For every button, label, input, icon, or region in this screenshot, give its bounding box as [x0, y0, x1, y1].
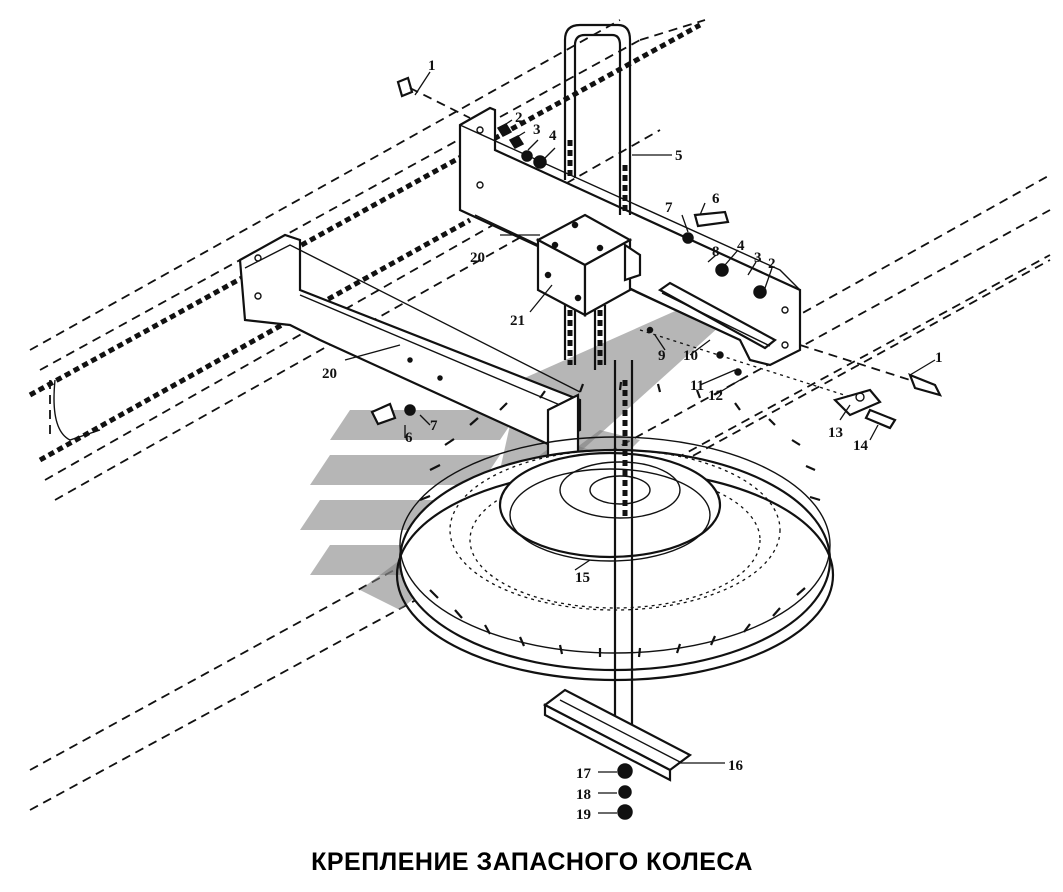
- winch-block: [535, 213, 642, 370]
- tire-tread: [419, 381, 821, 658]
- callout-2: 2: [515, 110, 523, 126]
- callout-1: 1: [428, 58, 436, 74]
- callout-20: 20: [470, 250, 485, 266]
- callout-18: 18: [576, 787, 591, 803]
- callout-11: 11: [690, 378, 704, 394]
- spare-wheel: [395, 360, 835, 750]
- callout-2: 2: [768, 256, 776, 272]
- u-bolt: [563, 23, 632, 215]
- callout-14: 14: [853, 438, 869, 454]
- leader-lines: [344, 71, 936, 814]
- callout-21: 21: [510, 313, 525, 329]
- callout-1: 1: [935, 350, 943, 366]
- callout-3: 3: [533, 122, 541, 138]
- callout-17: 17: [576, 766, 592, 782]
- callout-12: 12: [708, 388, 723, 404]
- callout-4: 4: [737, 238, 745, 254]
- callout-16: 16: [728, 758, 744, 774]
- diagram-caption: КРЕПЛЕНИЕ ЗАПАСНОГО КОЛЕСА: [311, 848, 753, 876]
- callout-3: 3: [754, 250, 762, 266]
- callout-8: 8: [712, 244, 720, 260]
- callout-13: 13: [828, 425, 843, 441]
- callout-4: 4: [549, 128, 557, 144]
- callout-10: 10: [683, 348, 698, 364]
- callout-9: 9: [658, 348, 666, 364]
- callout-20: 20: [322, 366, 337, 382]
- callout-6: 6: [405, 430, 413, 446]
- callout-19: 19: [576, 807, 591, 823]
- frame-rails: [28, 19, 1051, 811]
- callout-7: 7: [665, 200, 673, 216]
- tension-rod: [657, 281, 777, 376]
- callout-6: 6: [712, 191, 720, 207]
- callout-7: 7: [430, 418, 438, 434]
- callout-5: 5: [675, 148, 683, 164]
- support-plate: [542, 688, 693, 820]
- callout-15: 15: [575, 570, 590, 586]
